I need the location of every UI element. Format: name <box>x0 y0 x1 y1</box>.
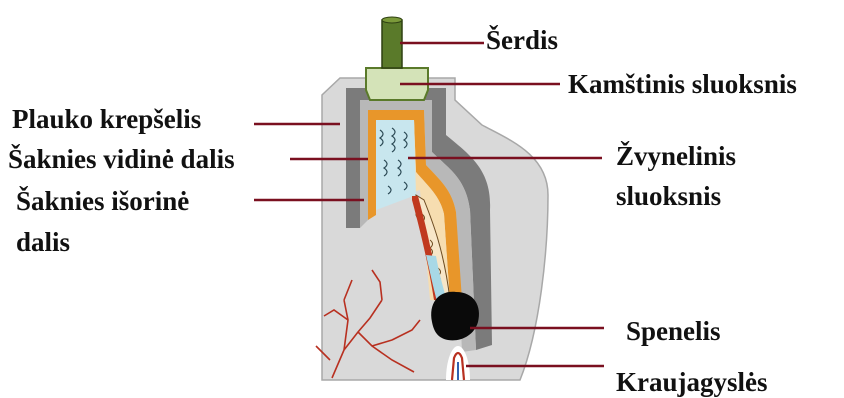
label-saknies-vidine-dalis: Šaknies vidinė dalis <box>8 143 235 175</box>
label-saknies-isorine-line2: dalis <box>16 226 70 258</box>
label-zvynelinis-line2: sluoksnis <box>616 180 721 212</box>
medulla-core <box>382 20 402 68</box>
label-kraujagysles: Kraujagyslės <box>616 366 768 398</box>
label-plauko-krepselis: Plauko krepšelis <box>12 103 201 135</box>
label-saknies-isorine-line1: Šaknies išorinė <box>16 185 189 217</box>
medulla-core-top <box>382 17 402 23</box>
hair-cuticle-region <box>376 120 416 210</box>
label-zvynelinis-line1: Žvynelinis <box>616 140 736 172</box>
label-serdis: Šerdis <box>486 24 558 56</box>
label-spenelis: Spenelis <box>626 315 721 347</box>
label-kamstinis-sluoksnis: Kamštinis sluoksnis <box>568 68 797 100</box>
